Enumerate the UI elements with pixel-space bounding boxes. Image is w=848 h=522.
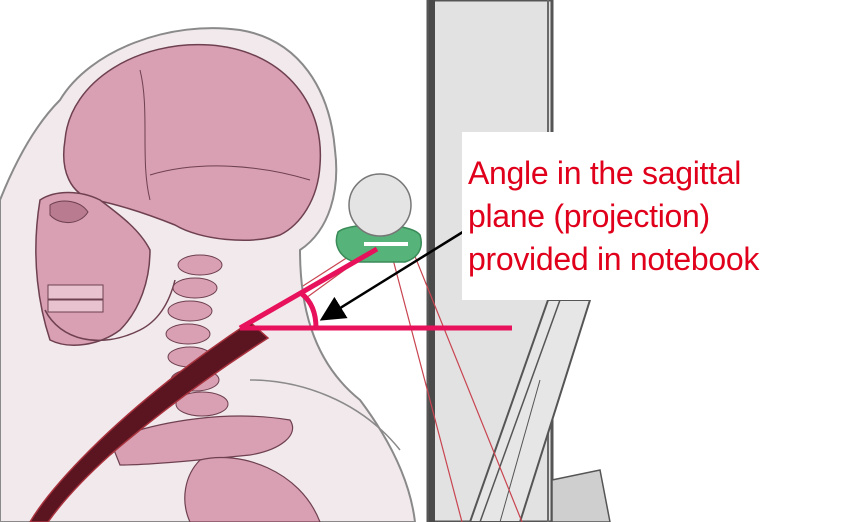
vertebra-3 bbox=[168, 301, 212, 321]
annotation-line-1: Angle in the sagittal bbox=[468, 152, 840, 195]
annotation-label: Angle in the sagittal plane (projection)… bbox=[462, 132, 840, 300]
vertebra-2 bbox=[173, 278, 217, 298]
vertebra-1 bbox=[178, 255, 222, 275]
annotation-line-3: provided in notebook bbox=[468, 238, 840, 281]
teeth-lower bbox=[48, 300, 103, 312]
teeth-upper bbox=[48, 285, 103, 299]
annotation-line-2: plane (projection) bbox=[468, 195, 840, 238]
vertebra-4 bbox=[166, 324, 210, 344]
floor-block bbox=[552, 470, 610, 522]
belt-anchor bbox=[336, 174, 421, 262]
anchor-circle bbox=[349, 174, 411, 236]
